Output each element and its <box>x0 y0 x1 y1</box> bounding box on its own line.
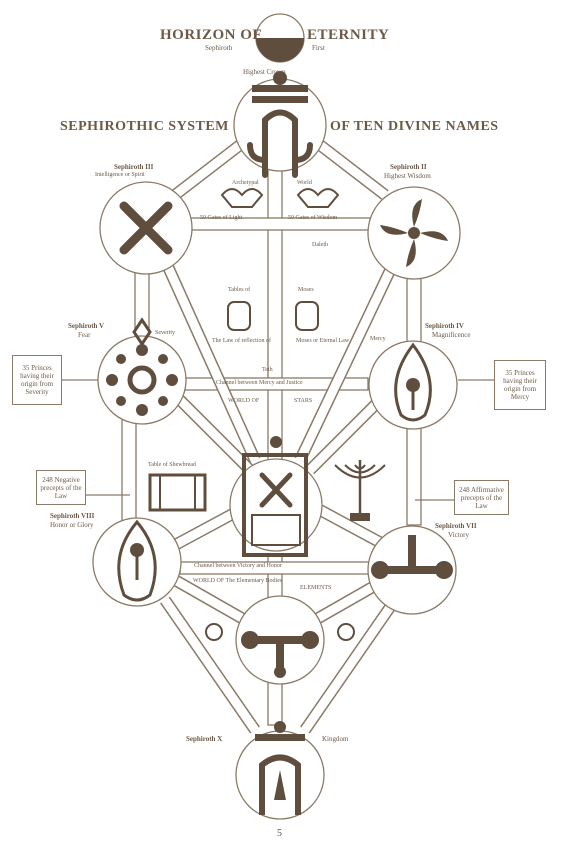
path-law-reflection: The Law of reflection of <box>212 338 271 344</box>
path-moses: Moses <box>298 287 314 293</box>
path-stars: STARS <box>294 398 313 404</box>
sephira-3-desc: Intelligence or Spirit <box>95 172 145 178</box>
horizon-label-right: ETERNITY <box>307 27 390 43</box>
cherub-icons <box>205 188 355 641</box>
path-gates-wisdom: 50 Gates of Wisdom <box>288 215 338 221</box>
left-princes-box: 35 Princes having their origin from Seve… <box>12 355 62 405</box>
path-tables: Tables of <box>228 287 251 293</box>
menorah-icon <box>334 460 386 521</box>
path-daleth: Daleth <box>312 242 328 248</box>
sephira-8-desc: Honor or Glory <box>50 521 94 529</box>
right-precepts-box: 248 Affirmative precepts of the Law <box>454 480 509 515</box>
path-channel-victory: Channel between Victory and Honor <box>194 563 282 569</box>
horizon-label-left: HORIZON OF <box>160 27 263 43</box>
sephiroth-first-label-a: Sephiroth <box>205 44 233 52</box>
sephira-10-name: Sephiroth X <box>186 735 223 743</box>
sephira-4-name: Sephiroth IV <box>425 322 464 330</box>
path-archetypal: Archetypal <box>232 180 259 186</box>
sephira-6-beauty <box>229 436 323 557</box>
path-severity: Severity <box>155 330 175 336</box>
sephira-1-crown <box>233 71 327 178</box>
system-label-right: OF TEN DIVINE NAMES <box>330 119 499 134</box>
sephira-5-name: Sephiroth V <box>68 322 105 330</box>
sephira-2-wisdom <box>367 186 461 280</box>
sephira-2-name: Sephiroth II <box>390 163 427 171</box>
path-world: World <box>297 180 312 186</box>
path-world-of: WORLD OF <box>228 398 260 404</box>
sephiroth-first-label-b: First <box>312 44 325 52</box>
sephira-8-glory <box>92 517 182 607</box>
table-of-shewbread-icon <box>148 473 207 512</box>
sephira-3-intelligence <box>99 181 193 275</box>
sephira-7-desc: Victory <box>448 531 469 539</box>
left-precepts-box: 248 Negative precepts of the Law <box>36 470 86 505</box>
path-moses-eternal: Moses or Eternal Law <box>296 338 350 344</box>
sephira-5-desc: Fear <box>78 331 91 339</box>
path-elements: ELEMENTS <box>300 585 332 591</box>
path-table-shewbread: Table of Shewbread <box>148 462 196 468</box>
sephira-2-desc: Highest Wisdom <box>384 172 431 180</box>
sephira-4-desc: Magnificence <box>432 331 471 339</box>
crown-label: Highest Crown <box>243 68 286 76</box>
system-label-left: SEPHIROTHIC SYSTEM <box>60 119 229 134</box>
sephira-5-fear <box>97 317 187 425</box>
path-gates-light: 50 Gates of Light <box>200 215 243 221</box>
sephira-7-name: Sephiroth VII <box>435 522 477 530</box>
path-world-bodies: WORLD OF The Elementary Bodies <box>193 578 283 584</box>
horizon-circle <box>255 13 305 63</box>
sephira-4-magnificence <box>368 340 458 430</box>
path-mercy: Mercy <box>370 336 386 342</box>
svg-text:5: 5 <box>277 828 282 839</box>
sephira-3-name: Sephiroth III <box>114 163 154 171</box>
sephira-10-desc: Kingdom <box>322 735 349 743</box>
tablets-of-law <box>227 301 319 331</box>
sephira-9-foundation <box>235 595 325 685</box>
sephira-8-name: Sephiroth VIII <box>50 512 95 520</box>
right-princes-box: 35 Princes having their origin from Merc… <box>494 360 546 410</box>
sephira-7-victory <box>367 525 457 615</box>
sephira-10-kingdom: 5 <box>235 721 325 839</box>
path-mercy-justice: Channel between Mercy and Justice <box>216 380 303 386</box>
path-teth: Teth <box>262 367 273 373</box>
